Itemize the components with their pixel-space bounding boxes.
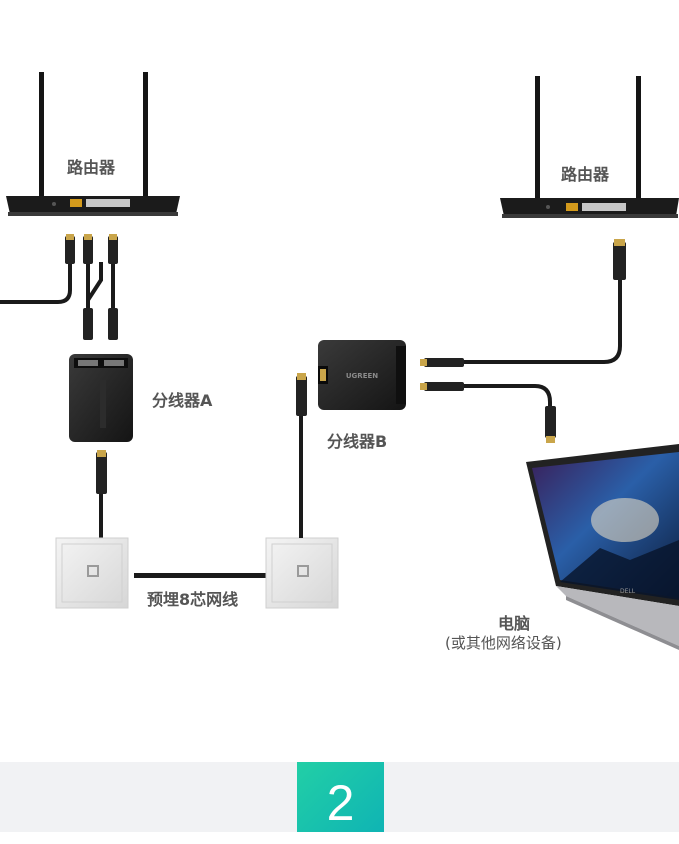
router-right (500, 76, 679, 218)
device-brand: UGREEN (346, 372, 378, 380)
cable-wall-to-splitter-b (296, 373, 307, 538)
splitter-b-label: 分线器B (327, 432, 388, 451)
router-right-label: 路由器 (561, 165, 610, 184)
splitter-a (69, 354, 133, 442)
step-footer: 2 (0, 762, 679, 832)
wall-plate-right (265, 537, 339, 609)
buried-cable (134, 573, 266, 578)
computer-label: 电脑 (498, 614, 531, 633)
router-left-label: 路由器 (67, 158, 116, 177)
antenna (39, 72, 44, 196)
laptop: DELL (526, 444, 679, 650)
antenna (143, 72, 148, 196)
splitter-a-label: 分线器A (152, 391, 213, 410)
computer-note-label: (或其他网络设备) (445, 634, 562, 652)
splitter-b: UGREEN (318, 340, 406, 410)
wan-port (566, 203, 578, 211)
rj45-connectors-router (65, 234, 118, 264)
cable-splitter-a-to-wall (96, 450, 107, 540)
lan-ports (582, 203, 626, 211)
laptop-base (556, 586, 679, 646)
laptop-brand: DELL (620, 588, 636, 595)
router-left (6, 72, 180, 216)
cable-label: 预埋8芯网线 (147, 590, 239, 609)
step-number-badge: 2 (297, 762, 384, 832)
antenna (636, 76, 641, 198)
rj45-connectors-splitter-a-top (83, 308, 118, 340)
lan-ports (86, 199, 130, 207)
wall-plate-left (55, 537, 129, 609)
network-diagram: UGREEN DELL (0, 72, 679, 650)
cables-left-router (0, 262, 115, 318)
wan-port (70, 199, 82, 207)
antenna (535, 76, 540, 198)
cables-splitter-b (420, 239, 626, 443)
